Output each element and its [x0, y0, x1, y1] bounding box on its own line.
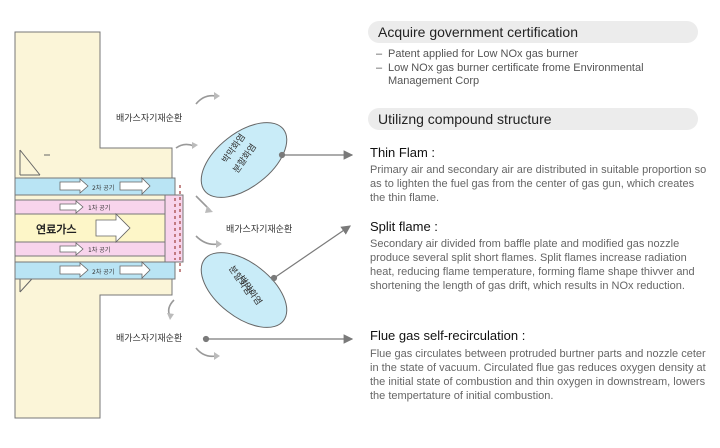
thin-flame-body: Primary air and secondary air are distri…: [370, 164, 707, 204]
secondary-air-label-bottom: 2차 공기: [92, 268, 114, 276]
compound-heading: Utilizng compound structure: [368, 108, 698, 130]
certification-heading: Acquire government certification: [368, 21, 698, 43]
mounting-bracket-top: [19, 149, 50, 176]
thin-flame-title: Thin Flam :: [370, 145, 436, 160]
secondary-air-label-top: 2차 공기: [92, 184, 114, 192]
pointer-lines: [202, 150, 354, 344]
flame-bottom: [200, 252, 288, 328]
split-flame-title: Split flame :: [370, 219, 438, 234]
flue-gas-body: Flue gas circulates between protruded bu…: [370, 348, 706, 402]
recirculation-arrowheads: [167, 92, 222, 360]
flue-gas-title: Flue gas self-recirculation :: [370, 328, 526, 343]
certification-bullets: Patent applied for Low NOx gas burner Lo…: [376, 48, 696, 89]
recirc-label-top: 배가스자기재순환: [116, 112, 182, 124]
primary-air-label-top: 1차 공기: [88, 204, 110, 212]
bullet-item: Low NOx gas burner certificate frome Env…: [376, 62, 696, 88]
airflow-arrows: [59, 177, 151, 279]
split-flame-body: Secondary air divided from baffle plate …: [370, 238, 695, 292]
fuel-gas-label: 연료가스: [36, 222, 76, 236]
flame-top: [200, 122, 288, 198]
nozzle-tip: [164, 194, 184, 263]
bullet-item: Patent applied for Low NOx gas burner: [376, 48, 696, 61]
recirc-label-mid: 배가스자기재순환: [226, 223, 292, 235]
nozzle-dashes: [174, 185, 181, 275]
recirc-label-bottom: 배가스자기재순환: [116, 332, 182, 344]
primary-air-label-bottom: 1차 공기: [88, 246, 110, 254]
burner-diagram: 2차 공기 1차 공기 연료가스 1차 공기 2차 공기 박막화염 분할화염 분…: [14, 31, 354, 419]
